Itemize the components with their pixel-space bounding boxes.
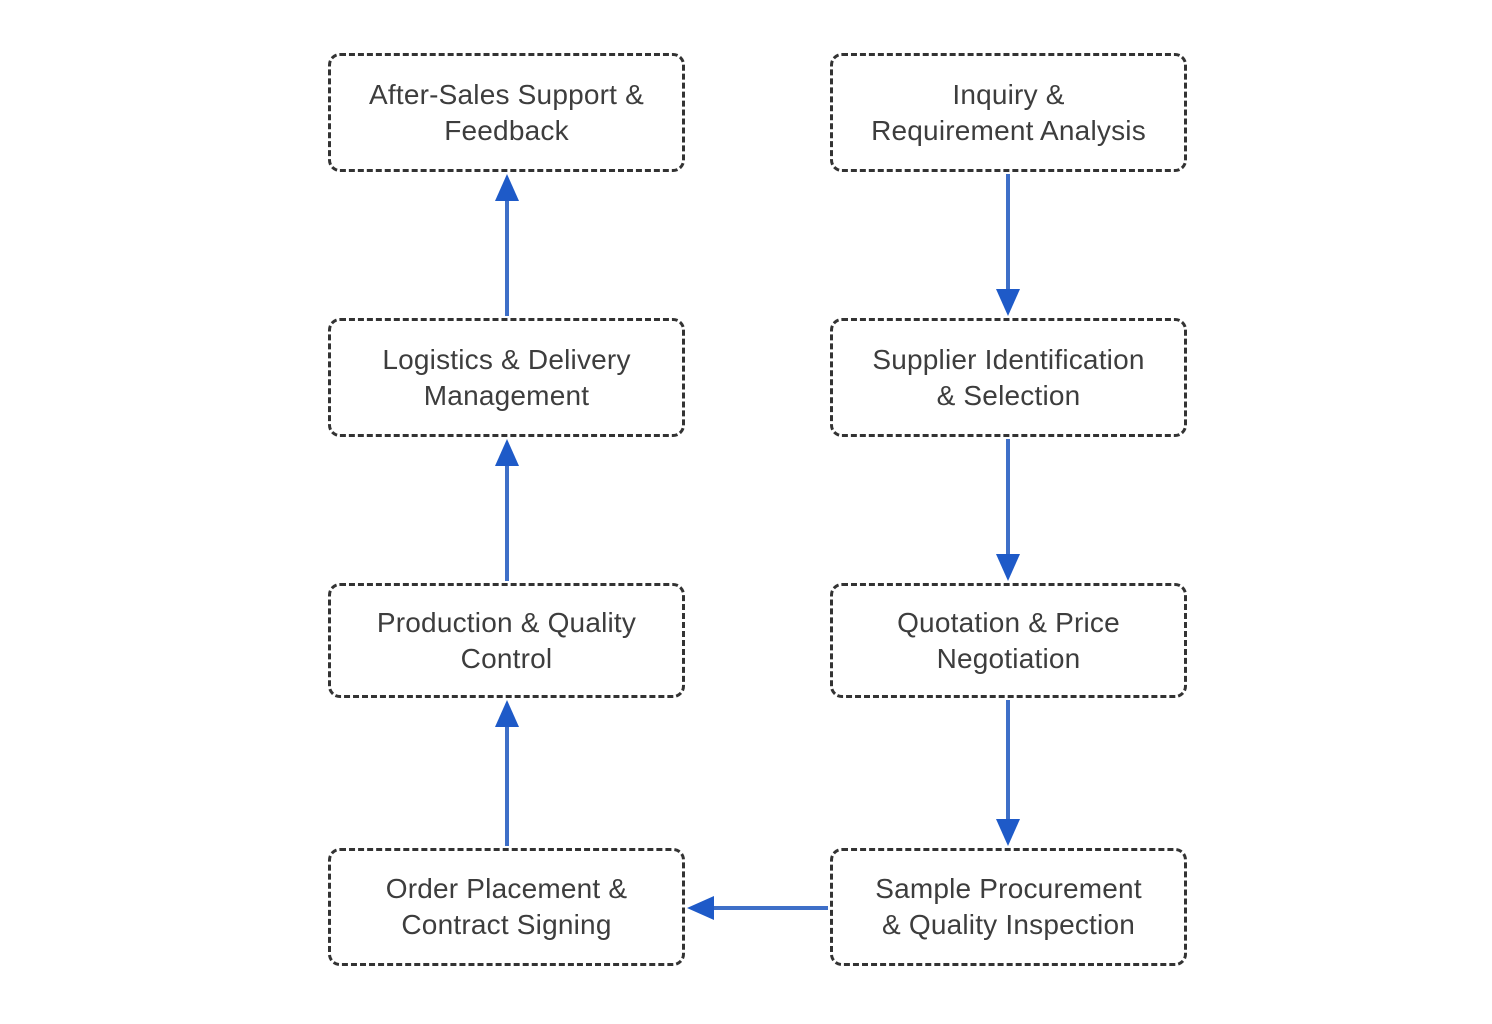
arrowhead-up-icon <box>495 174 519 201</box>
arrowhead-up-icon <box>495 700 519 727</box>
edge-quotation-to-sample <box>996 700 1020 846</box>
node-quotation-price-negotiation: Quotation & Price Negotiation <box>830 583 1187 698</box>
node-inquiry-requirement-analysis: Inquiry & Requirement Analysis <box>830 53 1187 172</box>
node-label-line: Contract Signing <box>401 909 612 940</box>
node-label-line: After-Sales Support & <box>369 78 644 110</box>
node-supplier-identification-selection: Supplier Identification & Selection <box>830 318 1187 437</box>
node-label-line: Negotiation <box>936 642 1081 674</box>
node-order-placement-contract-signing: Order Placement & Contract Signing <box>328 848 685 966</box>
arrowhead-up-icon <box>495 439 519 466</box>
node-label-line: Management <box>423 379 590 411</box>
node-label-line: & Selection <box>936 379 1081 411</box>
node-label-line: Logistics & Delivery <box>382 343 631 375</box>
node-production-quality-control: Production & Quality Control <box>328 583 685 698</box>
edge-production-to-logistics <box>495 439 519 581</box>
edge-order-to-production <box>495 700 519 846</box>
node-logistics-delivery-management: Logistics & Delivery Management <box>328 318 685 437</box>
arrowhead-down-icon <box>996 819 1020 846</box>
node-label-line: & Quality Inspection <box>881 909 1136 940</box>
node-label-line: Order Placement & <box>385 873 628 904</box>
arrowhead-left-icon <box>687 896 714 920</box>
node-label-line: Inquiry & <box>952 78 1065 110</box>
edge-logistics-to-after-sales <box>495 174 519 316</box>
node-label-line: Sample Procurement <box>875 873 1142 904</box>
edge-sample-to-order <box>687 896 828 920</box>
node-label-line: Production & Quality <box>376 606 637 638</box>
arrowhead-down-icon <box>996 554 1020 581</box>
node-label-line: Requirement Analysis <box>871 114 1146 146</box>
node-label-line: Supplier Identification <box>872 343 1145 375</box>
node-sample-procurement-quality-inspection: Sample Procurement & Quality Inspection <box>830 848 1187 966</box>
edge-supplier-to-quotation <box>996 439 1020 581</box>
node-label-line: Control <box>460 642 553 674</box>
arrowhead-down-icon <box>996 289 1020 316</box>
edge-inquiry-to-supplier <box>996 174 1020 316</box>
node-after-sales-support-feedback: After-Sales Support & Feedback <box>328 53 685 172</box>
node-label-line: Feedback <box>444 114 569 146</box>
node-label-line: Quotation & Price <box>897 606 1120 638</box>
